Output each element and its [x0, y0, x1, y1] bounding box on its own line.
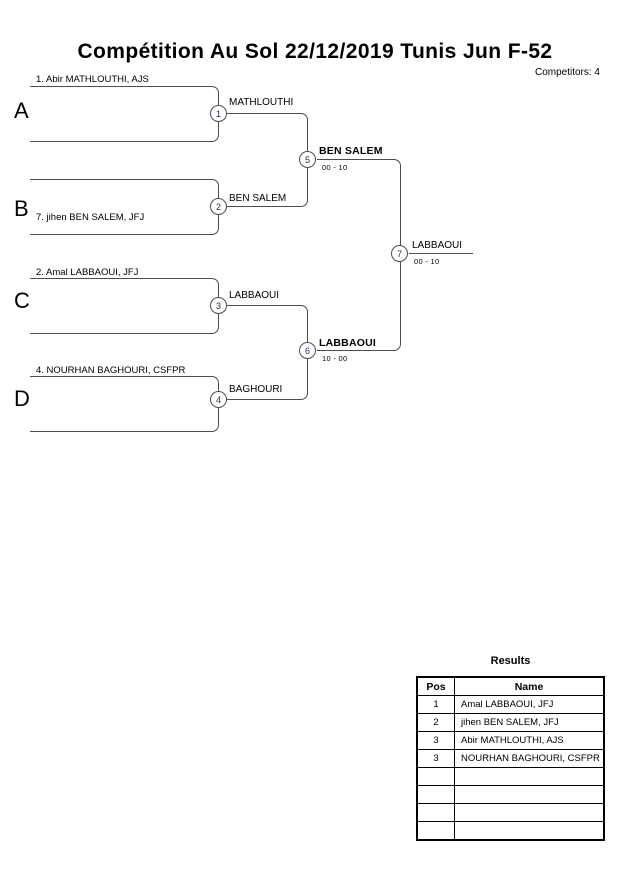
group-c-top-line [30, 278, 212, 279]
table-row: 2 jihen BEN SALEM, JFJ [416, 713, 605, 732]
match-circle-7[interactable]: 7 [391, 245, 408, 262]
results-header-name: Name [454, 676, 605, 696]
match-1-winner: MATHLOUTHI [229, 97, 294, 108]
group-d-top-line [30, 376, 212, 377]
match-circle-6[interactable]: 6 [299, 342, 316, 359]
results-header-row: Pos Name [416, 676, 605, 696]
entry-name-c: 2. Amal LABBAOUI, JFJ [36, 267, 139, 278]
match-1-winner-line [227, 113, 301, 114]
group-d-top-elbow [211, 376, 219, 384]
match-1-elbow [300, 113, 308, 121]
result-name: Amal LABBAOUI, JFJ [454, 695, 605, 714]
group-a-top-elbow [211, 86, 219, 94]
results-title: Results [490, 655, 531, 667]
result-pos [416, 785, 455, 804]
match-6-upper-vline [307, 312, 308, 351]
group-letter-a: A [14, 98, 29, 123]
group-c-bottom-elbow [211, 326, 219, 334]
group-letter-c: C [14, 288, 30, 313]
table-row: 1 Amal LABBAOUI, JFJ [416, 695, 605, 714]
match-5-lower-vline [307, 160, 308, 200]
entry-name-a: 1. Abir MATHLOUTHI, AJS [36, 74, 149, 85]
result-pos [416, 767, 455, 786]
result-pos: 3 [416, 749, 455, 768]
match-5-winner: BEN SALEM [319, 145, 383, 157]
table-row [416, 767, 605, 786]
group-b-bottom-elbow [211, 227, 219, 235]
match-circle-3[interactable]: 3 [210, 297, 227, 314]
result-name [454, 785, 605, 804]
competitors-count: Competitors: 4 [534, 67, 600, 78]
match-circle-1[interactable]: 1 [210, 105, 227, 122]
match-circle-5[interactable]: 5 [299, 151, 316, 168]
group-a-bottom-line [30, 141, 212, 142]
group-d-bottom-elbow [211, 424, 219, 432]
result-name [454, 767, 605, 786]
page-title: Compétition Au Sol 22/12/2019 Tunis Jun … [77, 40, 553, 63]
match-6-score: 10 - 00 [322, 354, 348, 363]
group-d-bottom-line [30, 431, 212, 432]
group-b-top-elbow [211, 179, 219, 187]
match-circle-2[interactable]: 2 [210, 198, 227, 215]
table-row: 3 NOURHAN BAGHOURI, CSFPR [416, 749, 605, 768]
result-name [454, 821, 605, 841]
result-pos: 2 [416, 713, 455, 732]
group-letter-d: D [14, 386, 30, 411]
match-5-score: 00 - 10 [322, 163, 348, 172]
result-name: NOURHAN BAGHOURI, CSFPR [454, 749, 605, 768]
group-a-bottom-elbow [211, 134, 219, 142]
result-pos: 3 [416, 731, 455, 750]
match-circle-4[interactable]: 4 [210, 391, 227, 408]
match-3-winner-line [227, 305, 301, 306]
group-c-bottom-line [30, 333, 212, 334]
table-row [416, 803, 605, 822]
table-row [416, 785, 605, 804]
match-7-winner-line [409, 253, 473, 254]
match-6-winner: LABBAOUI [319, 337, 377, 349]
match-3-elbow [300, 305, 308, 313]
match-5-elbow [393, 159, 401, 167]
group-b-top-line [30, 179, 212, 180]
match-4-winner-line [227, 399, 301, 400]
match-5-upper-vline [307, 120, 308, 160]
match-7-score: 00 - 10 [414, 257, 440, 266]
match-7-lower-vline [400, 253, 401, 344]
group-letter-b: B [14, 196, 29, 221]
table-row: 3 Abir MATHLOUTHI, AJS [416, 731, 605, 750]
match-3-winner: LABBAOUI [229, 290, 280, 301]
result-name: jihen BEN SALEM, JFJ [454, 713, 605, 732]
match-2-elbow [300, 199, 308, 207]
table-row [416, 821, 605, 841]
match-7-winner: LABBAOUI [412, 240, 463, 251]
match-2-winner-line [227, 206, 301, 207]
group-b-bottom-line [30, 234, 212, 235]
result-pos [416, 803, 455, 822]
results-table: Pos Name 1 Amal LABBAOUI, JFJ 2 jihen BE… [416, 676, 605, 841]
result-name: Abir MATHLOUTHI, AJS [454, 731, 605, 750]
match-2-winner: BEN SALEM [229, 193, 287, 204]
match-6-elbow [393, 343, 401, 351]
match-6-winner-line [317, 350, 394, 351]
match-7-upper-vline [400, 166, 401, 254]
results-header-pos: Pos [416, 676, 455, 696]
match-6-lower-vline [307, 351, 308, 393]
result-pos: 1 [416, 695, 455, 714]
entry-name-b: 7. jihen BEN SALEM, JFJ [36, 212, 145, 223]
group-c-top-elbow [211, 278, 219, 286]
group-a-top-line [30, 86, 212, 87]
match-4-winner: BAGHOURI [229, 384, 283, 395]
match-5-winner-line [317, 159, 394, 160]
result-name [454, 803, 605, 822]
match-4-elbow [300, 392, 308, 400]
entry-name-d: 4. NOURHAN BAGHOURI, CSFPR [36, 365, 186, 376]
result-pos [416, 821, 455, 841]
